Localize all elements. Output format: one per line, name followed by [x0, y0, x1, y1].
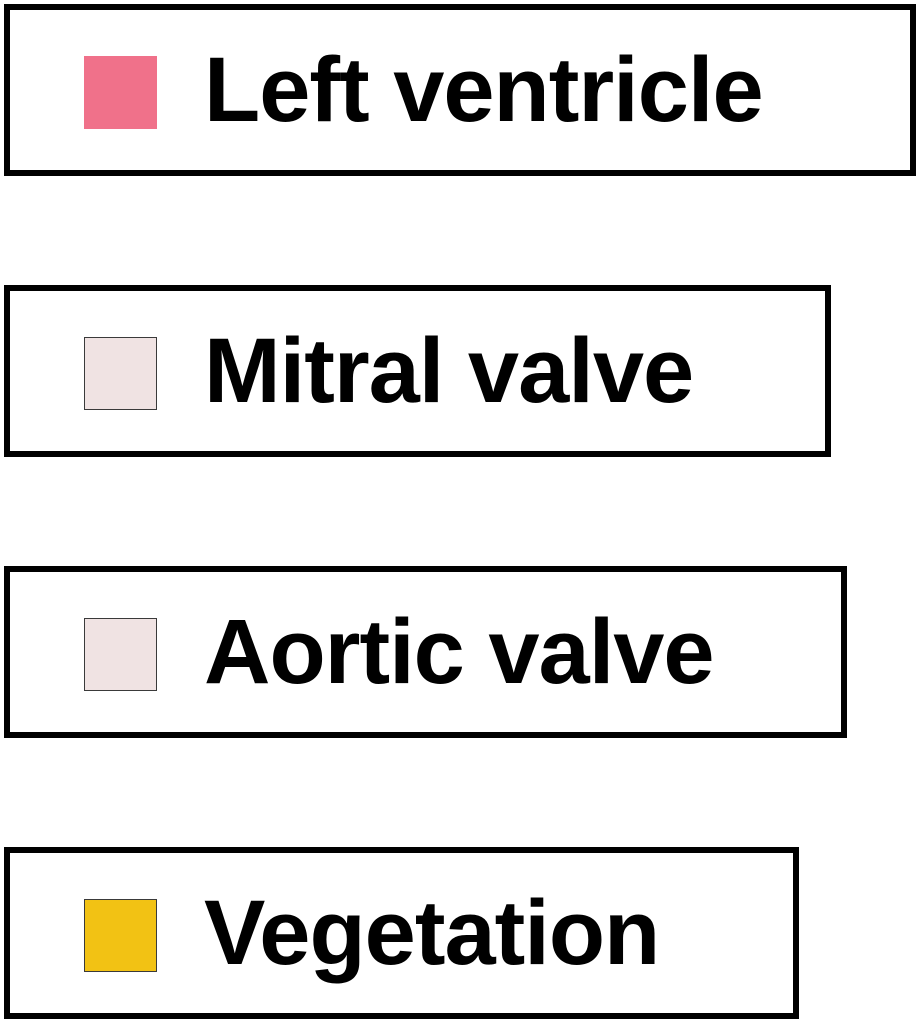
legend-swatch-aortic-valve: [84, 618, 157, 691]
legend-label-mitral-valve: Mitral valve: [204, 320, 694, 422]
legend-item-left-ventricle: Left ventricle: [4, 4, 916, 176]
legend-swatch-left-ventricle: [84, 56, 157, 129]
legend-item-vegetation: Vegetation: [4, 847, 799, 1019]
legend-swatch-mitral-valve: [84, 337, 157, 410]
legend-label-aortic-valve: Aortic valve: [204, 601, 715, 703]
legend-label-left-ventricle: Left ventricle: [204, 39, 764, 141]
legend-swatch-vegetation: [84, 899, 157, 972]
legend-label-vegetation: Vegetation: [204, 882, 660, 984]
legend-item-aortic-valve: Aortic valve: [4, 566, 847, 738]
legend-item-mitral-valve: Mitral valve: [4, 285, 831, 457]
